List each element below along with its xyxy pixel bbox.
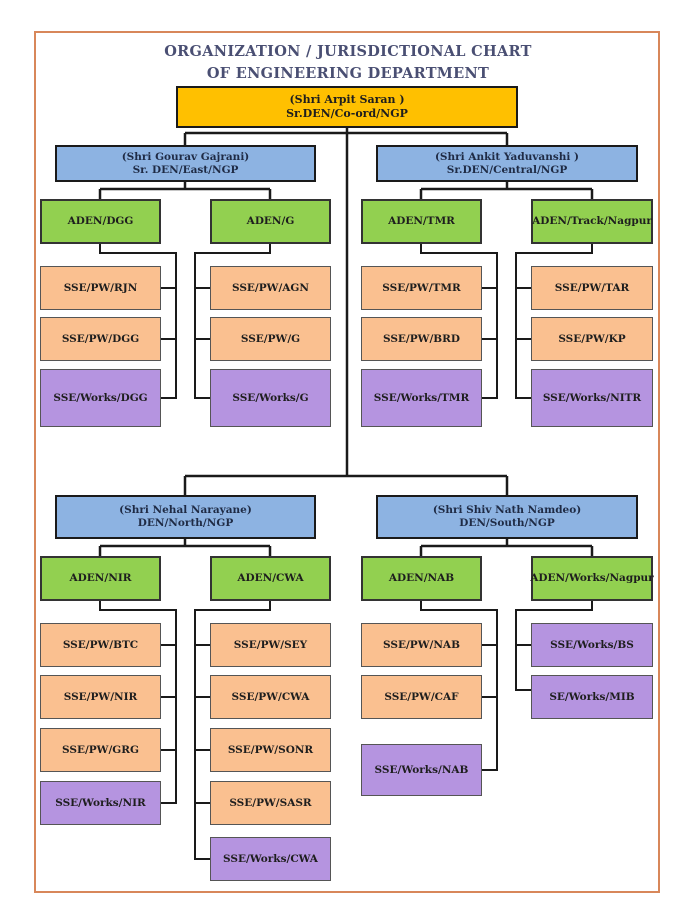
chart-title-line-2: OF ENGINEERING DEPARTMENT [206, 65, 490, 82]
unit-sse-works-tmr: SSE/Works/TMR [361, 369, 482, 427]
chart-title-line-1: ORGANIZATION / JURISDICTIONAL CHART [164, 43, 532, 60]
unit-sse-pw-caf: SSE/PW/CAF [361, 675, 482, 719]
den-north-name: (Shri Nehal Narayane) [119, 504, 252, 516]
den-south-box: (Shri Shiv Nath Namdeo) DEN/South/NGP [376, 495, 638, 539]
den-east-post: Sr. DEN/East/NGP [132, 163, 239, 176]
den-central-box: (Shri Ankit Yaduvanshi ) Sr.DEN/Central/… [376, 145, 638, 182]
aden-tmr-box: ADEN/TMR [361, 199, 482, 244]
den-east-box: (Shri Gourav Gajrani) Sr. DEN/East/NGP [55, 145, 316, 182]
unit-sse-pw-kp: SSE/PW/KP [531, 317, 653, 361]
den-south-post: DEN/South/NGP [459, 517, 555, 529]
den-central-name: (Shri Ankit Yaduvanshi ) [434, 150, 580, 163]
unit-sse-works-cwa: SSE/Works/CWA [210, 837, 331, 881]
unit-sse-pw-sasr: SSE/PW/SASR [210, 781, 331, 825]
aden-nir-box: ADEN/NIR [40, 556, 161, 601]
unit-sse-works-dgg: SSE/Works/DGG [40, 369, 161, 427]
unit-sse-pw-sonr: SSE/PW/SONR [210, 728, 331, 772]
sr-den-coord-box: (Shri Arpit Saran ) Sr.DEN/Co-ord/NGP [176, 86, 518, 128]
sr-den-coord-name: (Shri Arpit Saran ) [289, 93, 405, 106]
den-central-post: Sr.DEN/Central/NGP [446, 163, 568, 176]
den-south-name: (Shri Shiv Nath Namdeo) [432, 504, 582, 516]
aden-dgg-box: ADEN/DGG [40, 199, 161, 244]
unit-sse-pw-tar: SSE/PW/TAR [531, 266, 653, 310]
unit-sse-pw-agn: SSE/PW/AGN [210, 266, 331, 310]
sr-den-coord-post: Sr.DEN/Co-ord/NGP [286, 107, 408, 120]
aden-track-nagpur-box: ADEN/Track/Nagpur [531, 199, 653, 244]
den-north-box: (Shri Nehal Narayane) DEN/North/NGP [55, 495, 316, 539]
unit-se-works-mib: SE/Works/MIB [531, 675, 653, 719]
aden-works-nagpur-box: ADEN/Works/Nagpur [530, 556, 654, 601]
unit-sse-pw-nir: SSE/PW/NIR [40, 675, 161, 719]
unit-sse-pw-grg: SSE/PW/GRG [40, 728, 161, 772]
unit-sse-works-g: SSE/Works/G [210, 369, 331, 427]
unit-sse-pw-g: SSE/PW/G [210, 317, 331, 361]
unit-sse-pw-sey: SSE/PW/SEY [210, 623, 331, 667]
unit-sse-pw-nab: SSE/PW/NAB [361, 623, 482, 667]
unit-sse-pw-btc: SSE/PW/BTC [40, 623, 161, 667]
unit-sse-pw-brd: SSE/PW/BRD [361, 317, 482, 361]
unit-sse-pw-dgg: SSE/PW/DGG [40, 317, 161, 361]
unit-sse-works-bs: SSE/Works/BS [531, 623, 653, 667]
aden-nab-box: ADEN/NAB [361, 556, 482, 601]
aden-cwa-box: ADEN/CWA [210, 556, 331, 601]
den-east-name: (Shri Gourav Gajrani) [121, 150, 250, 163]
unit-sse-pw-cwa: SSE/PW/CWA [210, 675, 331, 719]
aden-g-box: ADEN/G [210, 199, 331, 244]
unit-sse-works-nab: SSE/Works/NAB [361, 744, 482, 796]
page-border [34, 31, 660, 893]
unit-sse-pw-tmr: SSE/PW/TMR [361, 266, 482, 310]
den-north-post: DEN/North/NGP [137, 517, 234, 529]
unit-sse-pw-rjn: SSE/PW/RJN [40, 266, 161, 310]
unit-sse-works-nir: SSE/Works/NIR [40, 781, 161, 825]
unit-sse-works-nitr: SSE/Works/NITR [531, 369, 653, 427]
